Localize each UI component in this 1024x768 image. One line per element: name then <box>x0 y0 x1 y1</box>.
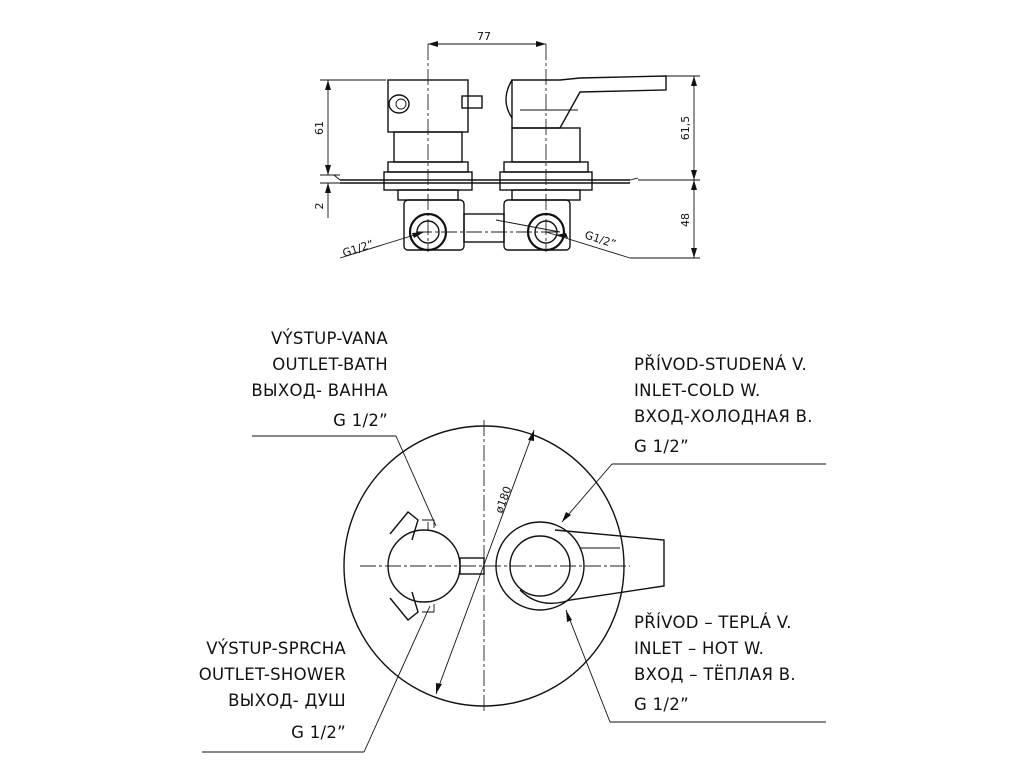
mixer-body <box>499 75 667 201</box>
label-inlet-cold: PŘÍVOD-STUDENÁ V. INLET-COLD W. ВХОД-ХОЛ… <box>634 355 813 456</box>
inlet-cold-cz: PŘÍVOD-STUDENÁ V. <box>634 355 807 374</box>
dim-gap: 2 <box>313 203 326 210</box>
outlet-shower-ru: ВЫХОД- ДУШ <box>228 691 346 710</box>
outlet-bath-ru: ВЫХОД- ВАННА <box>251 381 388 400</box>
outlet-bath-cz: VÝSTUP-VANA <box>271 329 388 348</box>
inlet-hot-cz: PŘÍVOD – TEPLÁ V. <box>634 613 792 632</box>
outlet-bath-thread: G 1/2” <box>333 411 388 430</box>
label-outlet-bath: VÝSTUP-VANA OUTLET-BATH ВЫХОД- ВАННА G 1… <box>251 329 388 430</box>
diameter-label: ø180 <box>493 485 515 516</box>
dim-width: 77 <box>477 30 491 43</box>
thread-right-label: G1/2” <box>583 228 617 250</box>
mixer-lever <box>495 521 665 611</box>
dim-height-left: 61 <box>313 121 326 135</box>
inlet-hot-en: INLET – HOT W. <box>634 639 764 658</box>
inlet-hot-thread: G 1/2” <box>634 695 689 714</box>
front-view: ø180 VÝSTUP-VAN <box>199 329 826 753</box>
dim-height-right: 61,5 <box>679 116 692 141</box>
outlet-bath-en: OUTLET-BATH <box>272 355 388 374</box>
label-outlet-shower: VÝSTUP-SPRCHA OUTLET-SHOWER ВЫХОД- ДУШ G… <box>199 639 346 742</box>
diverter-body <box>383 79 483 201</box>
outlet-shower-cz: VÝSTUP-SPRCHA <box>206 639 346 658</box>
thread-left-label: G1/2” <box>341 238 375 260</box>
outlet-shower-en: OUTLET-SHOWER <box>199 665 346 684</box>
diverter-knob <box>387 511 485 621</box>
outlet-shower-thread: G 1/2” <box>291 723 346 742</box>
inlet-cold-thread: G 1/2” <box>634 437 689 456</box>
inlet-cold-ru: ВХОД-ХОЛОДНАЯ В. <box>634 407 813 426</box>
side-view: 77 61 2 61,5 48 G1/2” G1/2” <box>313 30 700 260</box>
inlet-cold-en: INLET-COLD W. <box>634 381 761 400</box>
dim-depth: 48 <box>679 213 692 227</box>
inlet-hot-ru: ВХОД – ТЁПЛАЯ В. <box>634 665 796 684</box>
label-inlet-hot: PŘÍVOD – TEPLÁ V. INLET – HOT W. ВХОД – … <box>634 613 796 714</box>
